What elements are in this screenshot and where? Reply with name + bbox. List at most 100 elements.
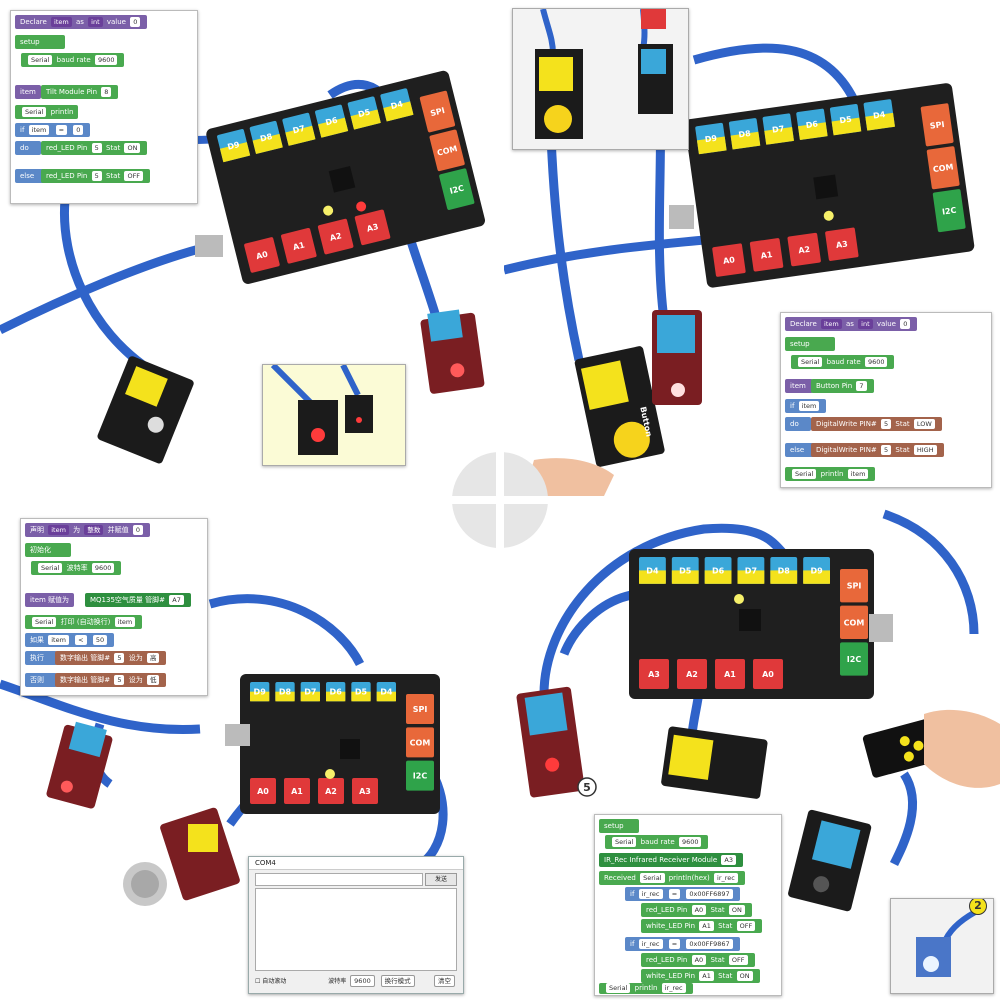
port-d5: D5 <box>671 557 699 584</box>
port-d5: D5 <box>829 103 862 136</box>
svg-text:D8: D8 <box>778 566 791 575</box>
write-high-block: 数字输出 管脚# 5 设为 高 <box>55 651 167 665</box>
port-d6: D6 <box>326 682 346 702</box>
svg-text:SPI: SPI <box>413 705 428 714</box>
button-read-block: Button Pin 7 <box>811 379 874 393</box>
baud-select[interactable]: 9600 <box>350 975 375 987</box>
svg-text:A1: A1 <box>760 250 773 261</box>
port-spi: SPI <box>419 90 456 133</box>
led-icon <box>420 309 485 394</box>
svg-text:A2: A2 <box>686 670 698 679</box>
autoscroll-checkbox[interactable]: ☐ 自动滚动 <box>255 978 287 985</box>
mq135-read-block: MQ135空气质量 管脚# A7 <box>85 593 191 607</box>
svg-text:SPI: SPI <box>929 120 945 131</box>
port-a2: A2 <box>787 232 821 267</box>
port-d5: D5 <box>351 682 371 702</box>
svg-text:D4: D4 <box>380 688 393 697</box>
serial-output[interactable] <box>255 888 457 971</box>
led-icon <box>516 686 585 798</box>
port-a3: A3 <box>352 778 378 804</box>
port-d9: D9 <box>250 682 270 702</box>
usb-connector-icon <box>669 205 694 229</box>
svg-text:D6: D6 <box>712 566 725 575</box>
port-i2c: I2C <box>406 760 434 791</box>
tilt-read-block: Tilt Module Pin 8 <box>41 85 119 99</box>
declare-block: 声明 item 为 整数 并赋值 0 <box>25 523 150 537</box>
write-low-block: 数字输出 管脚# 5 设为 低 <box>55 673 167 687</box>
port-d8: D8 <box>770 557 798 584</box>
svg-text:D9: D9 <box>227 140 241 152</box>
write-high-block: DigitalWrite PIN# 5 Stat HIGH <box>811 443 944 457</box>
svg-text:A3: A3 <box>835 239 848 250</box>
if-block: if item <box>785 399 827 413</box>
port-com: COM <box>840 605 868 639</box>
hand <box>924 709 1000 788</box>
usb-connector-icon <box>195 235 223 257</box>
svg-text:D7: D7 <box>292 124 306 136</box>
code-panel-ir: setup Serial baud rate 9600 IR_Rec Infra… <box>594 814 782 996</box>
port-d6: D6 <box>315 104 349 138</box>
red-on-block: red_LED Pin A0 Stat ON <box>641 903 752 917</box>
port-a3: A3 <box>825 227 859 261</box>
svg-text:D7: D7 <box>772 124 785 135</box>
port-com: COM <box>926 146 960 190</box>
svg-text:D8: D8 <box>738 129 752 140</box>
port-d4: D4 <box>380 88 414 122</box>
svg-text:COM: COM <box>410 738 431 747</box>
code-panel-tilt: Declare item as int value 0 setup Serial… <box>10 10 198 204</box>
svg-text:SPI: SPI <box>429 106 445 118</box>
port-a2: A2 <box>318 778 344 804</box>
svg-text:COM: COM <box>932 162 954 174</box>
svg-text:I2C: I2C <box>941 206 957 217</box>
else-label: else <box>15 169 45 183</box>
svg-text:I2C: I2C <box>847 655 862 664</box>
baud-label: 波特率 <box>328 978 347 985</box>
serial-input[interactable] <box>255 873 423 886</box>
svg-text:A3: A3 <box>648 670 660 679</box>
send-button[interactable]: 发送 <box>425 873 457 886</box>
serial-monitor-window: COM4 发送 ☐ 自动滚动 波特率 9600 换行模式 清空 <box>248 856 464 994</box>
led-icon <box>46 721 113 809</box>
svg-text:D9: D9 <box>810 566 823 575</box>
write-low-block: DigitalWrite PIN# 5 Stat LOW <box>811 417 942 431</box>
svg-text:D4: D4 <box>873 110 887 121</box>
port-d9: D9 <box>217 129 251 163</box>
port-d9: D9 <box>695 122 727 155</box>
port-d9: D9 <box>803 557 830 584</box>
declare-block: Declare item as int value 0 <box>785 317 918 331</box>
svg-text:A2: A2 <box>798 245 811 256</box>
finger <box>524 458 614 496</box>
assign-item-label: item <box>785 379 813 393</box>
white-on-block: white_LED Pin A1 Stat ON <box>641 969 760 983</box>
do-label: 执行 <box>25 651 57 665</box>
do-label: do <box>785 417 811 431</box>
serial-baud-block: Serial baud rate 9600 <box>21 53 125 67</box>
line-ending-select[interactable]: 换行模式 <box>380 975 415 987</box>
svg-text:I2C: I2C <box>449 184 465 196</box>
svg-text:D6: D6 <box>805 119 819 130</box>
svg-text:D6: D6 <box>325 116 339 128</box>
port-d8: D8 <box>275 682 295 702</box>
svg-text:A0: A0 <box>257 787 269 796</box>
port-a2: A2 <box>677 659 707 689</box>
svg-text:D5: D5 <box>357 107 371 119</box>
led-icon <box>652 310 702 405</box>
println-block: Serial println <box>15 105 79 119</box>
gas-sensor-icon <box>123 807 240 906</box>
clear-button[interactable]: 清空 <box>434 975 455 987</box>
port-a2: A2 <box>317 218 354 255</box>
ir-module-block: IR_Rec Infrared Receiver Module A3 <box>599 853 743 867</box>
port-a0: A0 <box>244 237 280 273</box>
svg-text:A0: A0 <box>255 250 269 262</box>
port-d6: D6 <box>704 557 732 584</box>
ir-remote-icon <box>862 718 941 778</box>
port-d8: D8 <box>249 120 283 155</box>
